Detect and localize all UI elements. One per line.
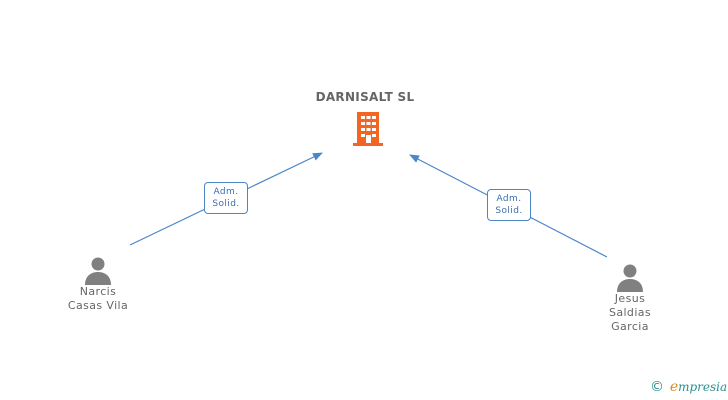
role-label-jesus: Adm. Solid. [487,189,531,221]
person-node-jesus[interactable]: Jesus Saldias Garcia [590,262,670,334]
role-line: Adm. [213,187,239,197]
person-icon [85,257,111,285]
role-line: Solid. [495,206,523,216]
person-name-line: Narcis [79,285,117,298]
person-node-narcis[interactable]: Narcis Casas Vila [58,255,138,313]
person-name[interactable]: Narcis Casas Vila [58,285,138,313]
role-label-narcis: Adm. Solid. [204,182,248,214]
person-name-line: Garcia [611,320,649,333]
role-line: Solid. [212,199,240,209]
role-line: Adm. [496,194,522,204]
building-icon[interactable] [352,111,384,147]
brand-logo: © empresia [650,379,727,395]
brand-initial: e [669,379,679,395]
person-icon [617,264,643,292]
copyright-icon: © [650,379,664,395]
company-name[interactable]: DARNISALT SL [315,90,415,104]
person-name-line: Saldias [608,306,652,319]
person-name-line: Jesus [614,292,646,305]
brand-rest: mpresia [678,380,728,394]
person-name[interactable]: Jesus Saldias Garcia [590,292,670,334]
person-name-line: Casas Vila [67,299,129,312]
brand-wordmark: empresia [669,379,728,395]
